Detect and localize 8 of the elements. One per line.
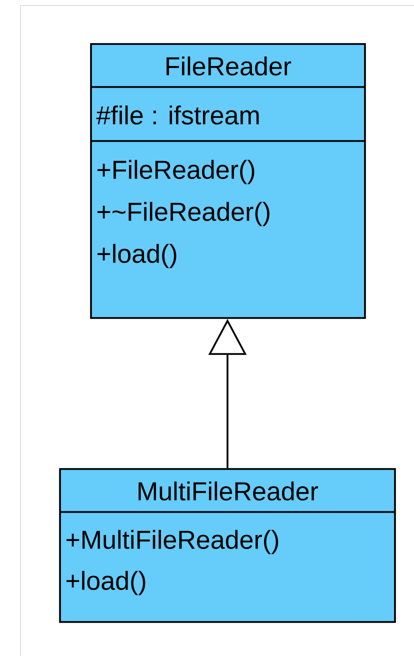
- class-name: MultiFileReader: [138, 481, 318, 501]
- class-member: +~FileReader(): [97, 202, 270, 226]
- class-name: FileReader: [166, 56, 292, 76]
- class-member: +load(): [97, 244, 176, 268]
- class-member: +MultiFileReader(): [66, 530, 278, 554]
- class-member: #file : ifstream: [96, 105, 259, 125]
- class-member: +FileReader(): [97, 160, 254, 184]
- class-member: +load(): [66, 570, 146, 596]
